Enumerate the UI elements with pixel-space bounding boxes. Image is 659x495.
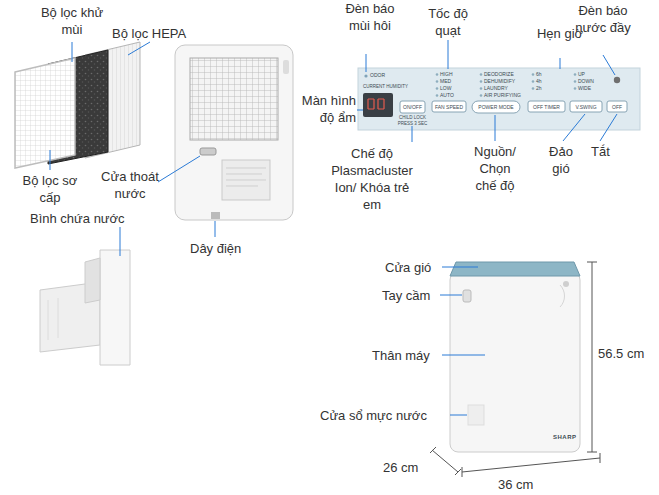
panel-text: OFF TIMER: [528, 104, 565, 111]
part-label: Dây điện: [190, 240, 241, 257]
part-label: Bộ lọc HEPA: [112, 25, 186, 42]
part-label: Đảo gió: [540, 143, 582, 177]
part-label: Màn hình độ ẩm: [290, 92, 356, 126]
panel-text: 2h: [536, 85, 542, 92]
part-label: Cửa sổ mực nước: [320, 407, 427, 424]
panel-text: CURRENT HUMIDITY: [363, 84, 408, 90]
panel-text: DEHUMIDIFY: [484, 78, 515, 85]
control-panel: [358, 68, 640, 130]
dimension-label: 36 cm: [498, 476, 533, 493]
dimension-lines: [430, 262, 600, 477]
part-label: Bình chứa nước: [30, 210, 125, 227]
water-tank: [40, 250, 130, 365]
panel-text: SHARP: [553, 434, 577, 442]
panel-text: LAUNDRY: [484, 85, 508, 92]
part-label: Đèn báo mùi hôi: [344, 0, 396, 34]
part-label: Tắt: [591, 143, 610, 160]
part-label: Tay cầm: [382, 287, 430, 304]
panel-text: POWER MODE: [472, 104, 520, 111]
front-unit: [450, 262, 580, 452]
panel-text: V.SWING: [570, 104, 602, 111]
leader-lines: [50, 40, 617, 415]
part-label: Nguồn/ Chọn chế độ: [468, 143, 522, 194]
panel-text: ODOR: [370, 72, 385, 79]
filter-stack: [15, 42, 140, 168]
panel-text: WIDE: [578, 85, 591, 92]
panel-text: DEODORIZE: [484, 71, 514, 78]
panel-text: OFF: [607, 104, 627, 111]
part-label: Bộ lọc sơ cấp: [20, 172, 80, 206]
panel-text: LOW: [440, 85, 451, 92]
part-label: Thân máy: [372, 347, 430, 364]
panel-text: UP: [578, 71, 585, 78]
part-label: Đèn báo nước đầy: [574, 2, 632, 36]
part-label: Cửa thoát nước: [98, 168, 162, 202]
part-label: Cửa gió: [385, 259, 431, 276]
panel-text: DOWN: [578, 78, 594, 85]
panel-text: AIR PURIFYING: [484, 92, 521, 99]
panel-text: AUTO: [440, 92, 454, 99]
panel-text: MED: [440, 78, 451, 85]
rear-unit: [175, 45, 293, 220]
panel-text: 6h: [536, 71, 542, 78]
dimension-label: 26 cm: [383, 459, 418, 476]
panel-text: FAN SPEED: [432, 104, 466, 111]
dimension-label: 56.5 cm: [598, 345, 644, 362]
panel-text: HIGH: [440, 71, 453, 78]
panel-text: ON/OFF: [400, 104, 425, 111]
part-label: Bộ lọc khử mùi: [35, 4, 109, 38]
panel-text: CHILD LOCK PRESS 3 SEC: [395, 115, 430, 127]
panel-text: 4h: [536, 78, 542, 85]
part-label: Tốc độ quạt: [420, 5, 476, 39]
part-label: Chế độ Plasmacluster Ion/ Khóa trẻ em: [326, 145, 418, 213]
